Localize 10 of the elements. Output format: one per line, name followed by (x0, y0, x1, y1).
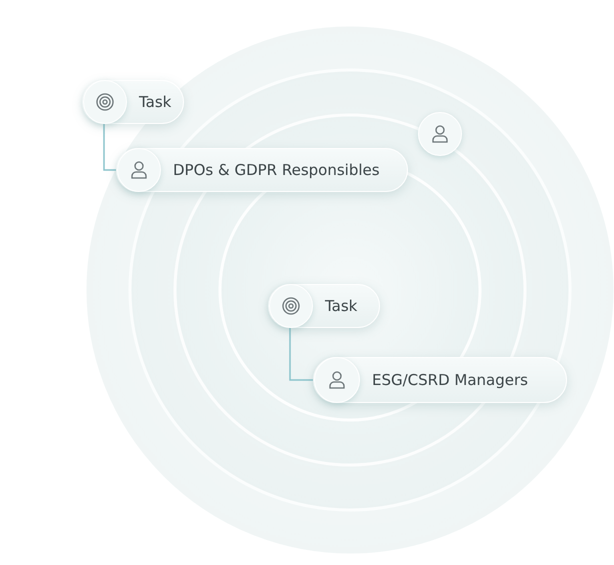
label-pill (268, 284, 380, 328)
node-label: Task (138, 93, 172, 111)
connector-line (289, 328, 313, 381)
label-pill (82, 80, 184, 124)
node-label: ESG/CSRD Managers (371, 371, 529, 389)
label-pill (313, 357, 567, 403)
connector-line (103, 124, 116, 171)
node-label: Task (324, 297, 358, 315)
node-label: DPOs & GDPR Responsibles (172, 161, 381, 179)
label-pill (116, 148, 408, 192)
